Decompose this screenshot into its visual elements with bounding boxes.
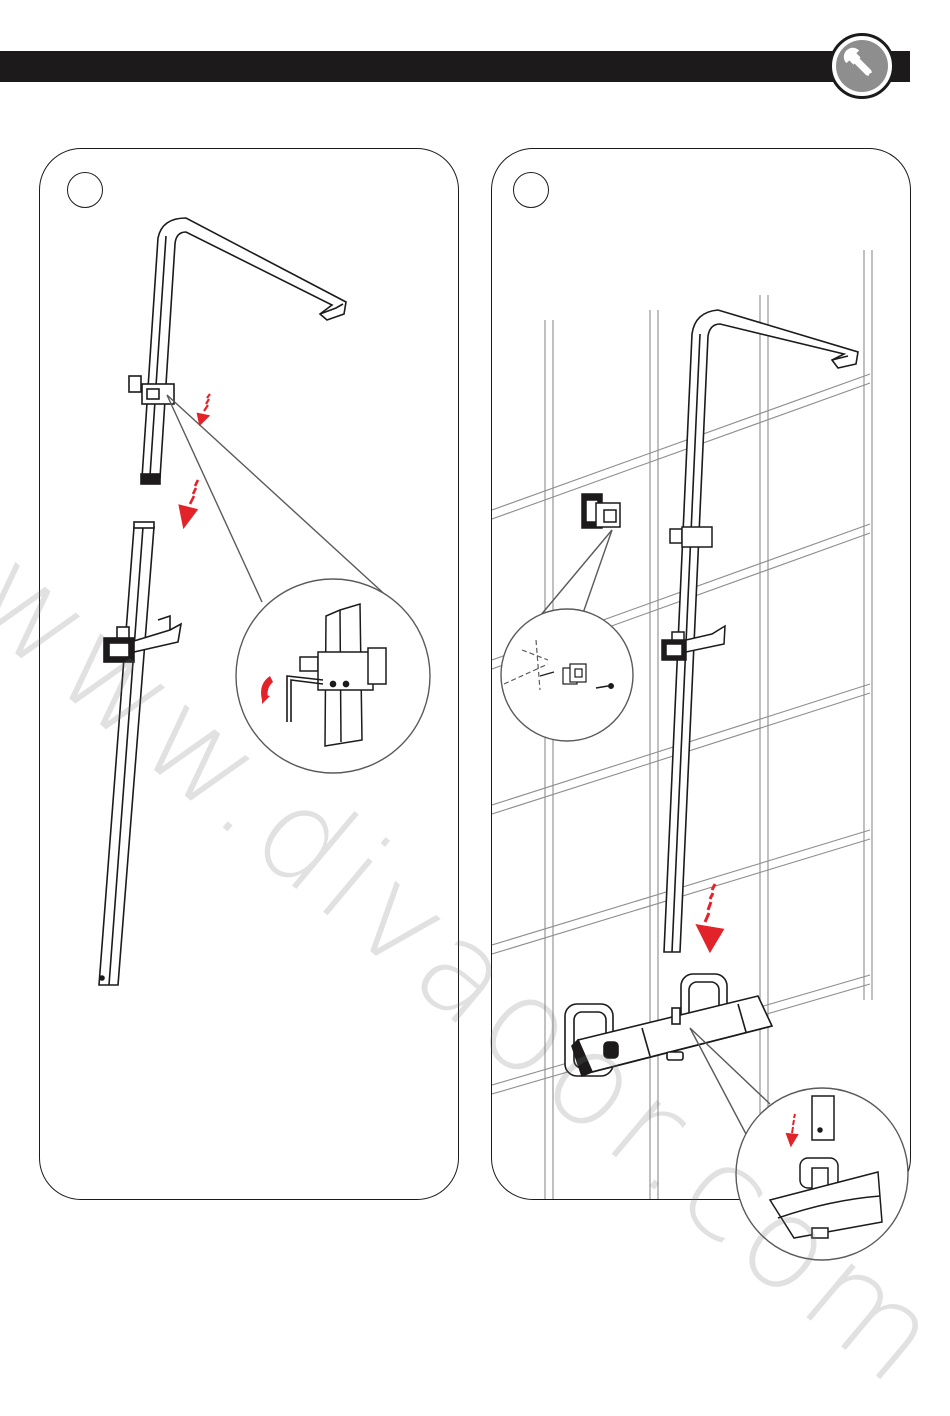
column-upper-bracket	[670, 527, 712, 547]
assembly-illustrations	[0, 0, 950, 1343]
arrow-down-icon	[698, 884, 722, 950]
upper-rail	[141, 218, 346, 484]
detail-callout	[167, 395, 430, 773]
detail-callout	[501, 530, 633, 741]
shower-column	[664, 310, 858, 952]
wall-bracket-icon	[582, 494, 620, 528]
thermostatic-mixer	[565, 974, 772, 1076]
lower-rail	[99, 522, 154, 985]
arrow-down-icon	[198, 394, 210, 424]
arrow-down-icon	[180, 480, 198, 526]
